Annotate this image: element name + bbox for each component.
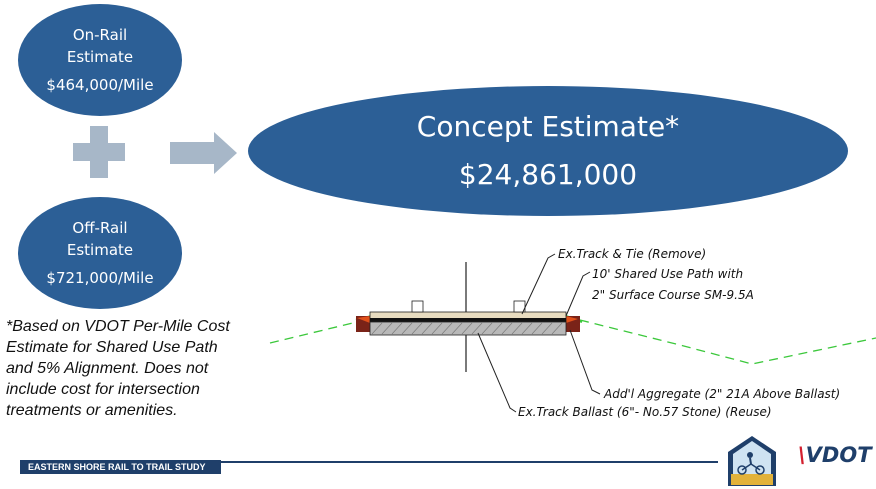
footer-study-title: EASTERN SHORE RAIL TO TRAIL STUDY (20, 460, 221, 474)
leader-aggregate (569, 329, 601, 395)
leader-path (565, 271, 591, 317)
on-rail-label-line1: On-Rail (72, 26, 128, 44)
off-rail-estimate-oval: Off-Rail Estimate $721,000/Mile (18, 197, 182, 309)
plus-icon (73, 126, 125, 178)
label-path-line1: 10' Shared Use Path with (592, 267, 743, 281)
concept-estimate-title: Concept Estimate* (416, 110, 680, 143)
leader-ballast (477, 332, 517, 413)
cost-footnote: *Based on VDOT Per-Mile Cost Estimate fo… (6, 318, 230, 419)
asphalt-course (370, 318, 566, 322)
off-rail-label-line1: Off-Rail (72, 219, 128, 237)
rail-left (411, 300, 424, 313)
footer-divider (221, 461, 718, 463)
label-path-line2: 2" Surface Course SM-9.5A (592, 288, 754, 302)
on-rail-label-line2: Estimate (66, 48, 134, 66)
label-aggregate: Add'l Aggregate (2" 21A Above Ballast) (603, 387, 840, 401)
off-rail-label-line2: Estimate (66, 241, 134, 259)
rail-to-trail-logo-icon (728, 436, 776, 486)
concept-estimate-value: $24,861,000 (458, 158, 638, 191)
on-rail-cost: $464,000/Mile (46, 76, 154, 94)
vdot-logo: \VDOT (798, 443, 872, 467)
existing-ground-right (579, 319, 876, 365)
label-track-tie: Ex.Track & Tie (Remove) (558, 247, 706, 261)
leader-track-tie (521, 253, 556, 315)
concept-estimate-oval: Concept Estimate* $24,861,000 (248, 86, 848, 216)
existing-ground-left (269, 321, 358, 344)
label-ballast: Ex.Track Ballast (6"- No.57 Stone) (Reus… (518, 405, 772, 419)
vdot-logo-text: VDOT (805, 443, 872, 467)
arrow-right-icon (170, 132, 237, 174)
on-rail-estimate-oval: On-Rail Estimate $464,000/Mile (18, 4, 182, 116)
ballast-layer (369, 321, 567, 336)
off-rail-cost: $721,000/Mile (46, 269, 154, 287)
